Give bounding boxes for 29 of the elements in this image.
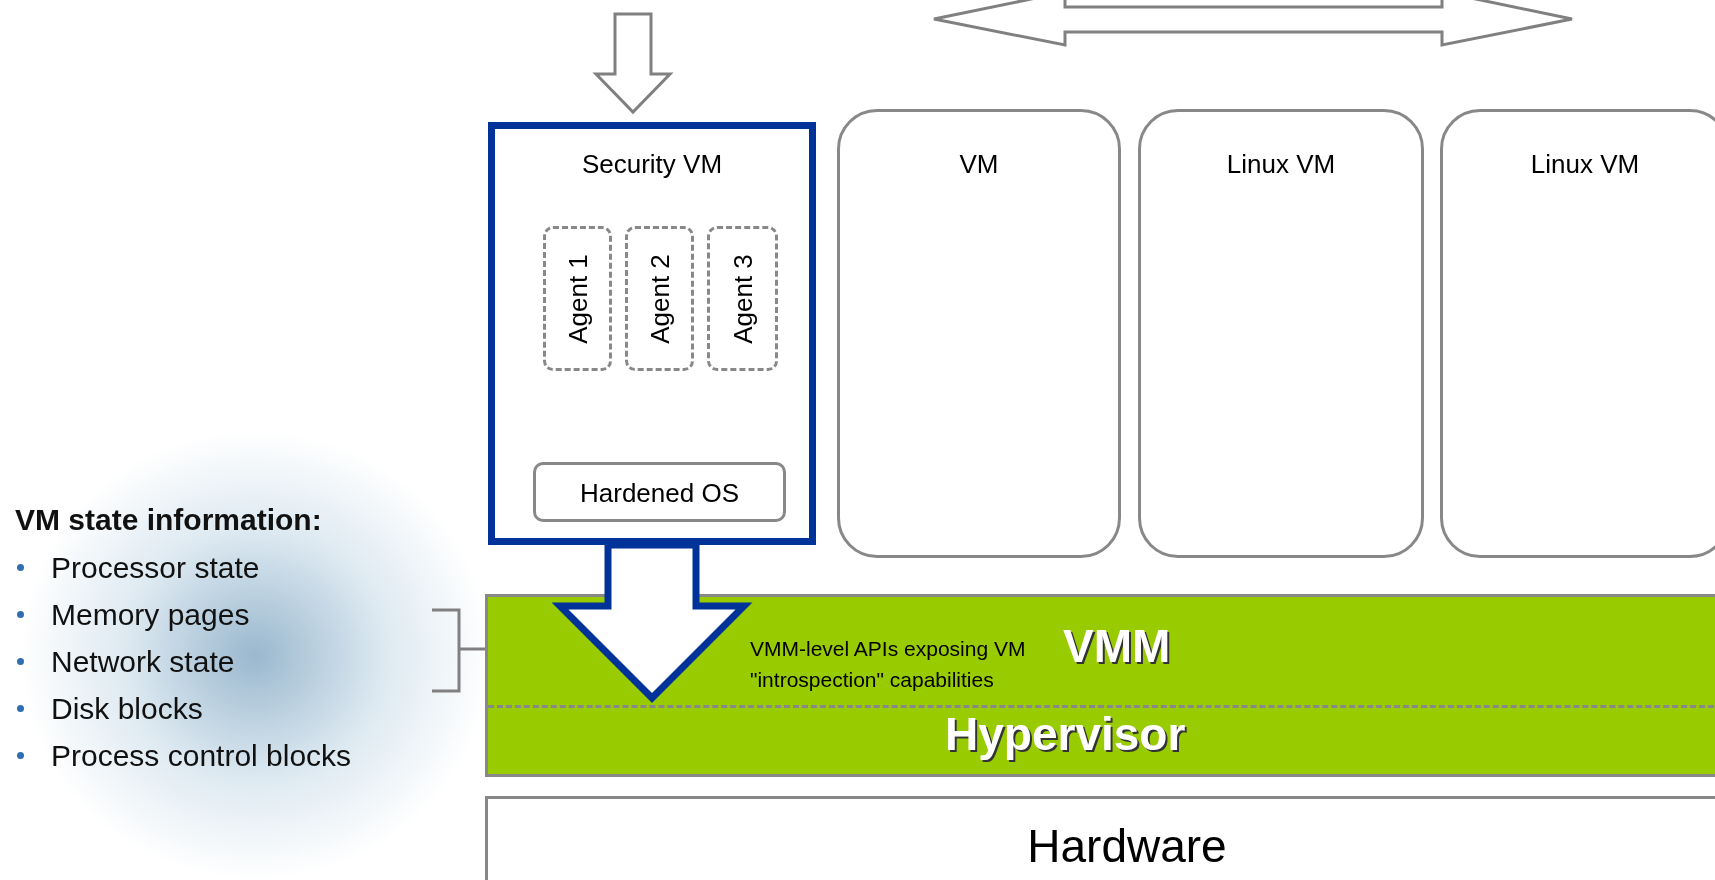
list-item: Memory pages <box>51 598 250 632</box>
agent-box <box>543 226 612 371</box>
node-label: Agent 1 <box>562 253 593 344</box>
vm-box <box>837 109 1121 558</box>
list-item: Network state <box>51 645 235 679</box>
node-label: Agent 3 <box>727 253 758 344</box>
list-item: Processor state <box>51 551 260 585</box>
hardware-box <box>485 796 1715 880</box>
vm-box <box>1138 109 1424 558</box>
hypervisor-band <box>485 594 1715 777</box>
layer-title: VMM <box>1063 619 1171 673</box>
api-description: VMM-level APIs exposing VM "introspection" capabilities <box>750 636 1027 693</box>
security-vm-box <box>488 122 816 545</box>
node-label: Linux VM <box>1529 148 1641 181</box>
node-label: Linux VM <box>1225 148 1337 181</box>
layer-title: Hypervisor <box>945 707 1186 761</box>
node-label: Security VM <box>580 149 724 180</box>
agent-box <box>707 226 778 371</box>
agent-box <box>625 226 694 371</box>
list-item: Process control blocks <box>51 739 352 773</box>
list-item: Disk blocks <box>51 692 203 726</box>
list-heading: VM state information: <box>15 503 322 537</box>
block-arrow <box>592 12 674 115</box>
node-label: Agent 2 <box>644 253 675 344</box>
node-label: VM <box>958 148 1000 181</box>
os-box <box>533 462 786 522</box>
node-label: Hardware <box>1026 819 1228 873</box>
vm-box <box>1440 109 1715 558</box>
node-label: Hardened OS <box>579 478 740 509</box>
